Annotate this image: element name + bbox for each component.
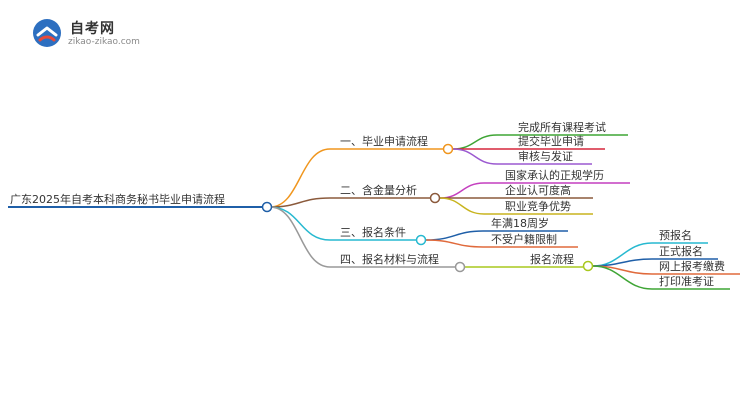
brand-title: 自考网 bbox=[70, 21, 115, 37]
leaf-label: 完成所有课程考试 bbox=[518, 121, 606, 134]
leaf-label: 预报名 bbox=[659, 229, 692, 242]
branch-label-value: 二、含金量分析 bbox=[340, 184, 417, 197]
root-node[interactable] bbox=[261, 201, 273, 213]
edge-root-b1 bbox=[269, 148, 331, 208]
leaf-label: 不受户籍限制 bbox=[491, 233, 557, 246]
leaf-label: 提交毕业申请 bbox=[518, 135, 584, 148]
branch-label-conditions: 三、报名条件 bbox=[340, 226, 406, 239]
branch-label-materials: 四、报名材料与流程 bbox=[340, 253, 439, 266]
leaf-label: 正式报名 bbox=[659, 245, 703, 258]
leaf-label: 职业竞争优势 bbox=[505, 200, 571, 213]
b4-c1-node[interactable] bbox=[582, 260, 594, 272]
edge-b1-c3 bbox=[452, 148, 592, 165]
brand-url: zikao-zikao.com bbox=[68, 37, 140, 47]
edge-root-b2 bbox=[269, 197, 331, 208]
edge-root-b3 bbox=[269, 206, 331, 241]
b2-node[interactable] bbox=[429, 192, 441, 204]
branch-label-graduation: 一、毕业申请流程 bbox=[340, 135, 428, 148]
graduation-cap-icon bbox=[33, 19, 61, 47]
edge-gc4 bbox=[592, 265, 730, 290]
edge-root-b4 bbox=[269, 206, 331, 268]
leaf-label: 打印准考证 bbox=[659, 275, 714, 288]
edge-b3-c2 bbox=[425, 239, 578, 248]
b1-node[interactable] bbox=[442, 143, 454, 155]
leaf-label: 国家承认的正规学历 bbox=[505, 169, 604, 182]
site-logo[interactable]: 自考网 zikao-zikao.com bbox=[30, 16, 170, 52]
edge-b2-c3 bbox=[439, 197, 593, 215]
b4-node[interactable] bbox=[454, 261, 466, 273]
leaf-label: 年满18周岁 bbox=[491, 217, 549, 230]
leaf-label: 审核与发证 bbox=[518, 150, 573, 163]
leaf-label: 企业认可度高 bbox=[505, 184, 571, 197]
root-label: 广东2025年自考本科商务秘书毕业申请流程 bbox=[10, 193, 225, 206]
subbranch-label: 报名流程 bbox=[530, 253, 574, 266]
b3-node[interactable] bbox=[415, 234, 427, 246]
leaf-label: 网上报考缴费 bbox=[659, 260, 725, 273]
